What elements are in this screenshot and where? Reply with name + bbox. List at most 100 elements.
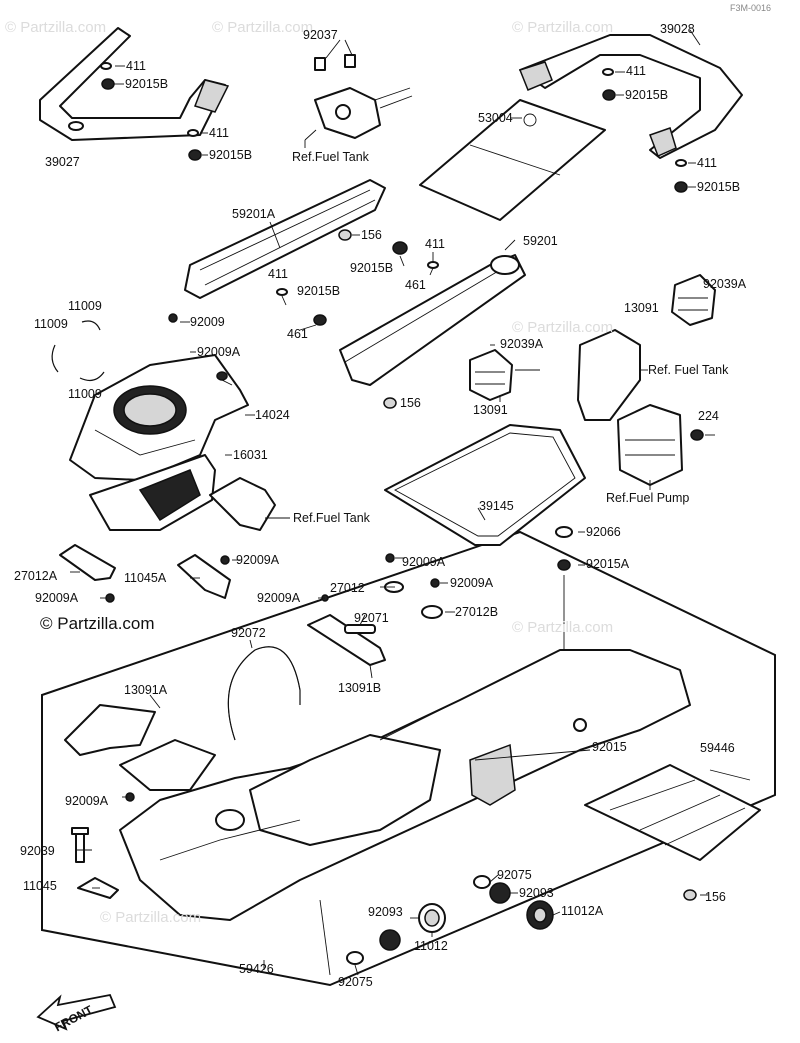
callout-label: 11045 [23,879,57,893]
copyright-notice: © Partzilla.com [40,614,155,633]
callout-label: 92039A [703,277,747,291]
document-id: F3M-0016 [730,3,772,13]
callout-label: 92009A [402,555,446,569]
callout-label: 92093 [519,886,554,900]
callout-label: 39145 [479,499,514,513]
callout-label: 92071 [354,611,389,625]
callout-label: 92039 [20,844,55,858]
callout-label: Ref.Fuel Pump [606,491,690,505]
callout-label: 92009A [450,576,494,590]
bolt-92039 [71,827,89,863]
callout-label: 92015B [125,77,169,91]
callout-label: 92037 [303,28,338,42]
watermark: © Partzilla.com [212,19,314,36]
callout-label: 92015B [697,180,741,194]
bracket-27012A [59,544,116,581]
callout-label: 411 [209,126,229,140]
callout-label: 13091B [338,681,382,695]
mat-53004 [419,99,606,221]
callout-label: Ref. Fuel Tank [648,363,729,377]
callout-label: 92009A [257,591,301,605]
mount-13091 [469,349,513,401]
fasteners [100,62,704,901]
fittings [346,875,554,965]
callout-label: 92009A [35,591,79,605]
callout-label: 156 [705,890,726,904]
callout-label: Ref.Fuel Tank [292,150,369,164]
callout-label: 92009A [65,794,109,808]
callout-label: 39028 [660,22,695,36]
callout-label: 16031 [233,448,268,462]
callout-label: 92015A [586,557,630,571]
callout-label: 53004 [478,111,513,125]
callout-label: 27012A [14,569,58,583]
callout-label: 11012A [561,904,604,918]
bracket-11045A [177,554,231,599]
callout-label: 224 [698,409,719,423]
callout-label: 92015B [209,148,253,162]
assembly-boundary [41,530,776,987]
watermark: © Partzilla.com [512,19,614,36]
callout-label: 59446 [700,741,735,755]
fuel-valve-92037 [304,54,413,141]
leader-lines [70,29,751,976]
callout-label: 11009 [68,299,102,313]
callout-label: 13091 [624,301,659,315]
callout-label: 411 [126,59,146,73]
callout-label: 156 [361,228,382,242]
handle-bar-39028 [519,34,743,159]
callout-label: 11045A [124,571,167,585]
callout-label: 59201A [232,207,276,221]
callout-label: 59201 [523,234,558,248]
callout-label: 92015B [625,88,669,102]
part-92071 [344,624,376,634]
strap-92072 [227,646,301,741]
callout-label: 461 [405,278,426,292]
callout-label: 11009 [34,317,68,331]
callout-label: 39027 [45,155,80,169]
bracket-13091A [64,704,216,791]
pad-59201A [184,179,386,299]
callout-label: 92039A [500,337,544,351]
callout-label: 59426 [239,962,274,976]
callout-label: 92072 [231,626,266,640]
pad-59201 [339,254,526,386]
callout-label: 92015B [350,261,394,275]
callout-label: 411 [268,267,288,281]
callout-label: 13091 [473,403,508,417]
callout-label: 461 [287,327,308,341]
callout-label: 92009 [190,315,225,329]
watermark: © Partzilla.com [512,619,614,636]
callout-label: 27012 [330,581,365,595]
tank-bracket-right [577,329,641,421]
fuel-tank-cover-14024 [69,354,249,481]
callout-label: 92075 [338,975,373,989]
fuel-pump [617,404,683,486]
callout-label: 92009A [236,553,280,567]
callout-label: 92066 [586,525,621,539]
hull-59426 [119,649,691,921]
watermark: © Partzilla.com [100,909,202,926]
callout-label: Ref.Fuel Tank [293,511,370,525]
tank-bracket [209,477,276,531]
callout-label: 13091A [124,683,168,697]
callout-label: 92015B [297,284,341,298]
callout-label: 92075 [497,868,532,882]
mount-13091-right [671,274,716,326]
fuel-tank-16031 [89,454,216,531]
callout-label: 11012 [414,939,448,953]
plate-59446 [584,764,761,861]
callout-label: 411 [697,156,717,170]
watermark: © Partzilla.com [512,319,614,336]
callout-label: 14024 [255,408,290,422]
gasket-39145 [384,424,586,546]
clamps-11009 [51,320,105,382]
callout-label: 27012B [455,605,499,619]
callout-label: 92009A [197,345,241,359]
callout-label: 92093 [368,905,403,919]
callout-label: 411 [626,64,646,78]
front-arrow [36,993,117,1031]
part-27012B [421,605,443,619]
callout-label: 156 [400,396,421,410]
